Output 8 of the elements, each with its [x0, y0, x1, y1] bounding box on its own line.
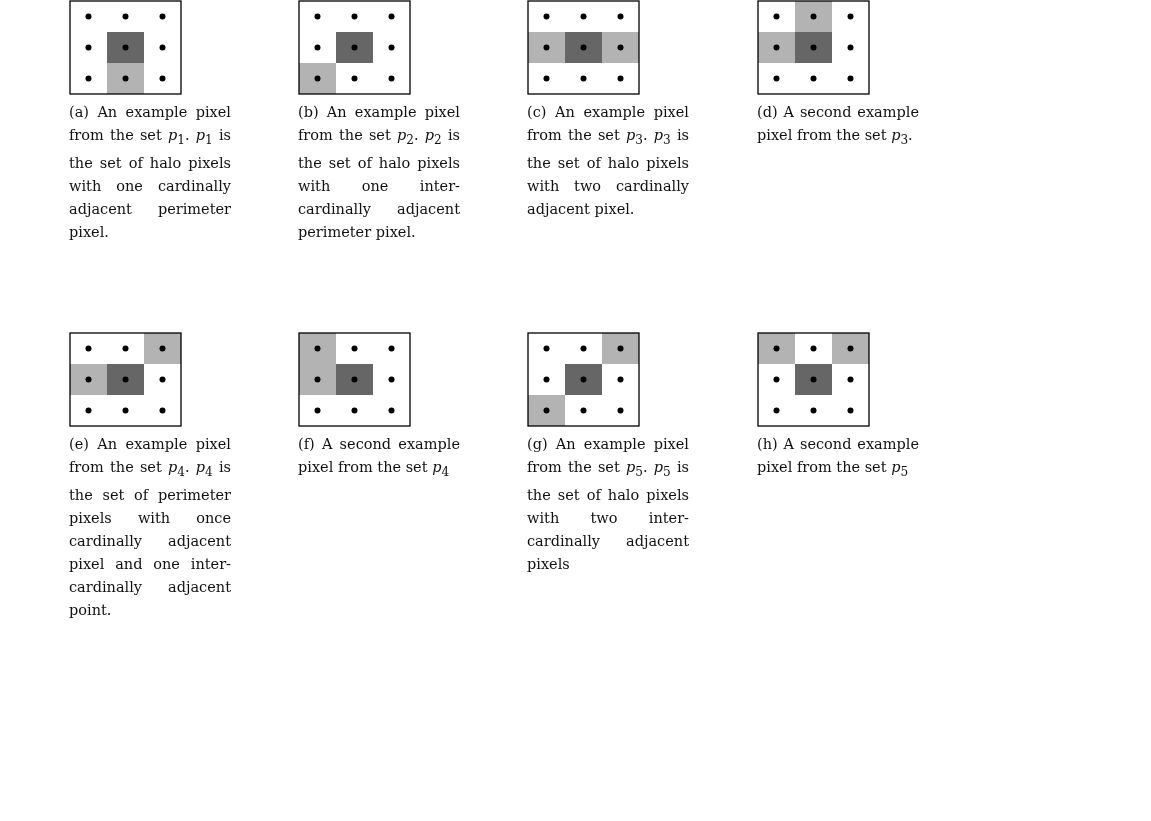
caption: (c) An example pixel from the set p$_{3}$. p$_{3}$ is the set of halo pixels with two cardinally adjacent pixel.: [527, 103, 689, 219]
caption: (h) A second example pixel from the set p$_{5}$: [757, 435, 919, 481]
caption: (f) A second example pixel from the set p$_{4}$: [298, 435, 460, 481]
caption: (g) An example pixel from the set p$_{5}$. p$_{5}$ is the set of halo pixels with two inter-cardinally adjacent pixels: [527, 435, 689, 574]
caption: (b) An example pixel from the set p$_{2}$. p$_{2}$ is the set of halo pixels with one inter-cardinally adjacent perimeter pixel.: [298, 103, 460, 242]
caption: (e) An example pixel from the set p$_{4}$. p$_{4}$ is the set of perimeter pixels with once cardinally adjacent pixel and one inter-cardinally adjacent point.: [69, 435, 231, 620]
caption: (d) A second example pixel from the set p$_{3}$.: [757, 103, 919, 149]
caption: (a) An example pixel from the set p$_{1}$. p$_{1}$ is the set of halo pixels with one cardinally adjacent perimeter pixel.: [69, 103, 231, 242]
